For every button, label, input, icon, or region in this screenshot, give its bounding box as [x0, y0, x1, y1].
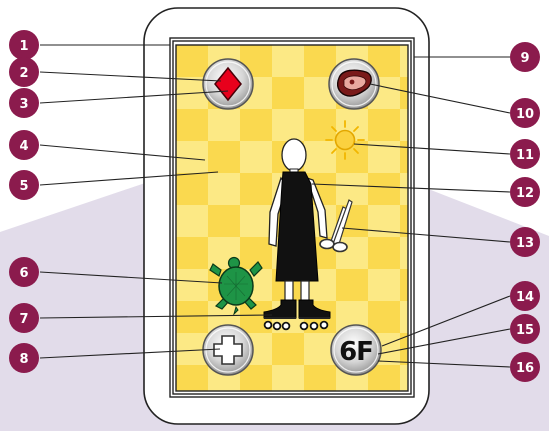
callout-8: 8	[9, 343, 39, 373]
callout-9: 9	[510, 42, 540, 72]
callout-10: 10	[510, 98, 540, 128]
callout-number: 13	[516, 236, 534, 251]
callout-number: 7	[19, 312, 28, 327]
callout-number: 16	[516, 361, 534, 376]
callout-number: 6	[19, 266, 28, 281]
callout-5: 5	[9, 170, 39, 200]
head	[282, 139, 306, 171]
callout-number: 11	[516, 148, 534, 163]
callouts-left: 1 2 3 4 5 6 7 8	[9, 30, 39, 373]
callout-number: 5	[19, 179, 28, 194]
callout-number: 12	[516, 186, 534, 201]
badge-label: 6F	[339, 337, 373, 367]
callout-6: 6	[9, 257, 39, 287]
callout-12: 12	[510, 177, 540, 207]
callout-number: 1	[19, 39, 28, 54]
diamond-suit-badge	[203, 59, 253, 109]
callouts-right: 9 10 11 12 13 14 15 16	[510, 42, 540, 382]
callout-number: 9	[520, 51, 529, 66]
sun-icon	[326, 121, 364, 159]
dress	[276, 172, 318, 281]
callout-14: 14	[510, 281, 540, 311]
callout-number: 10	[516, 107, 534, 122]
callout-number: 3	[19, 97, 28, 112]
callout-11: 11	[510, 139, 540, 169]
callout-15: 15	[510, 314, 540, 344]
callout-3: 3	[9, 88, 39, 118]
callout-7: 7	[9, 303, 39, 333]
callout-number: 8	[19, 352, 28, 367]
callout-number: 14	[516, 290, 534, 305]
callout-number: 2	[19, 66, 28, 81]
callout-13: 13	[510, 227, 540, 257]
callout-4: 4	[9, 130, 39, 160]
callout-number: 15	[516, 323, 534, 338]
callout-1: 1	[9, 30, 39, 60]
callout-number: 4	[19, 139, 28, 154]
6f-badge: 6F	[331, 325, 381, 375]
callout-16: 16	[510, 352, 540, 382]
callout-2: 2	[9, 57, 39, 87]
